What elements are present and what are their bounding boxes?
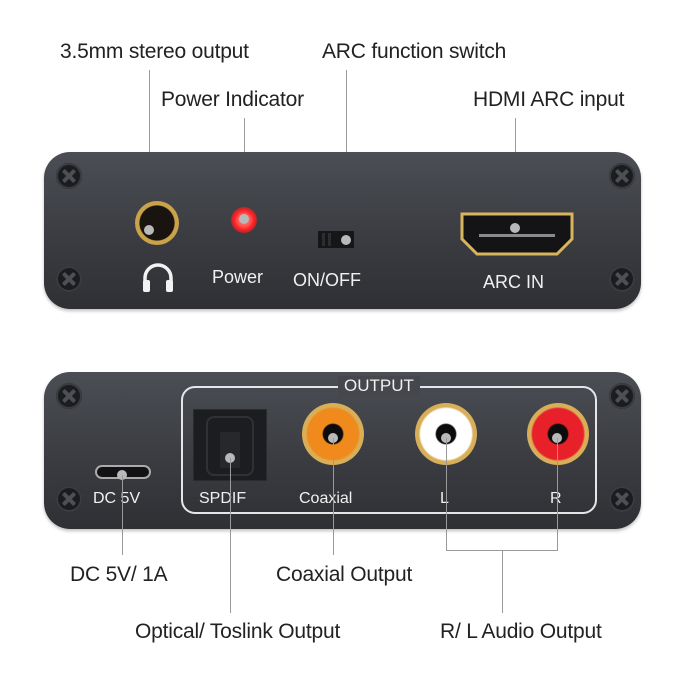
leader-line	[446, 438, 447, 550]
headphones-icon	[143, 263, 173, 292]
power-label: Power	[212, 267, 264, 287]
arc-switch-callout: ARC function switch	[322, 40, 507, 63]
screw-icon	[56, 163, 82, 189]
switch-label: ON/OFF	[293, 270, 361, 290]
callout-dot	[510, 223, 520, 233]
coaxial-label: Coaxial	[299, 490, 353, 507]
leader-line	[557, 438, 558, 550]
screw-icon	[609, 486, 635, 512]
screw-icon	[56, 383, 82, 409]
optical-output-callout: Optical/ Toslink Output	[135, 620, 341, 643]
screw-icon	[609, 266, 635, 292]
hdmi-port[interactable]	[459, 211, 575, 257]
screw-icon	[56, 486, 82, 512]
coaxial-output-callout: Coaxial Output	[276, 563, 413, 586]
right-label: R	[550, 490, 562, 507]
left-label: L	[440, 490, 449, 507]
callout-dot	[144, 225, 154, 235]
leader-line	[333, 438, 334, 555]
spdif-label: SPDIF	[199, 490, 247, 507]
callout-dot	[239, 214, 249, 224]
dc-power-callout: DC 5V/ 1A	[70, 563, 168, 586]
callout-dot	[341, 235, 351, 245]
rl-audio-output-callout: R/ L Audio Output	[440, 620, 602, 643]
leader-line	[502, 550, 503, 613]
hdmi-arc-input-callout: HDMI ARC input	[473, 88, 625, 111]
screw-icon	[609, 163, 635, 189]
spdif-port[interactable]	[193, 409, 267, 481]
stereo-output-callout: 3.5mm stereo output	[60, 40, 249, 63]
screw-icon	[609, 383, 635, 409]
hdmi-label: ARC IN	[483, 272, 545, 292]
stereo-jack[interactable]	[135, 201, 179, 245]
power-indicator-callout: Power Indicator	[161, 88, 304, 111]
leader-line	[230, 458, 231, 613]
leader-line	[149, 70, 150, 230]
screw-icon	[56, 266, 82, 292]
output-group-label: OUTPUT	[338, 376, 420, 396]
dc-label: DC 5V	[93, 490, 141, 507]
leader-line	[122, 475, 123, 555]
